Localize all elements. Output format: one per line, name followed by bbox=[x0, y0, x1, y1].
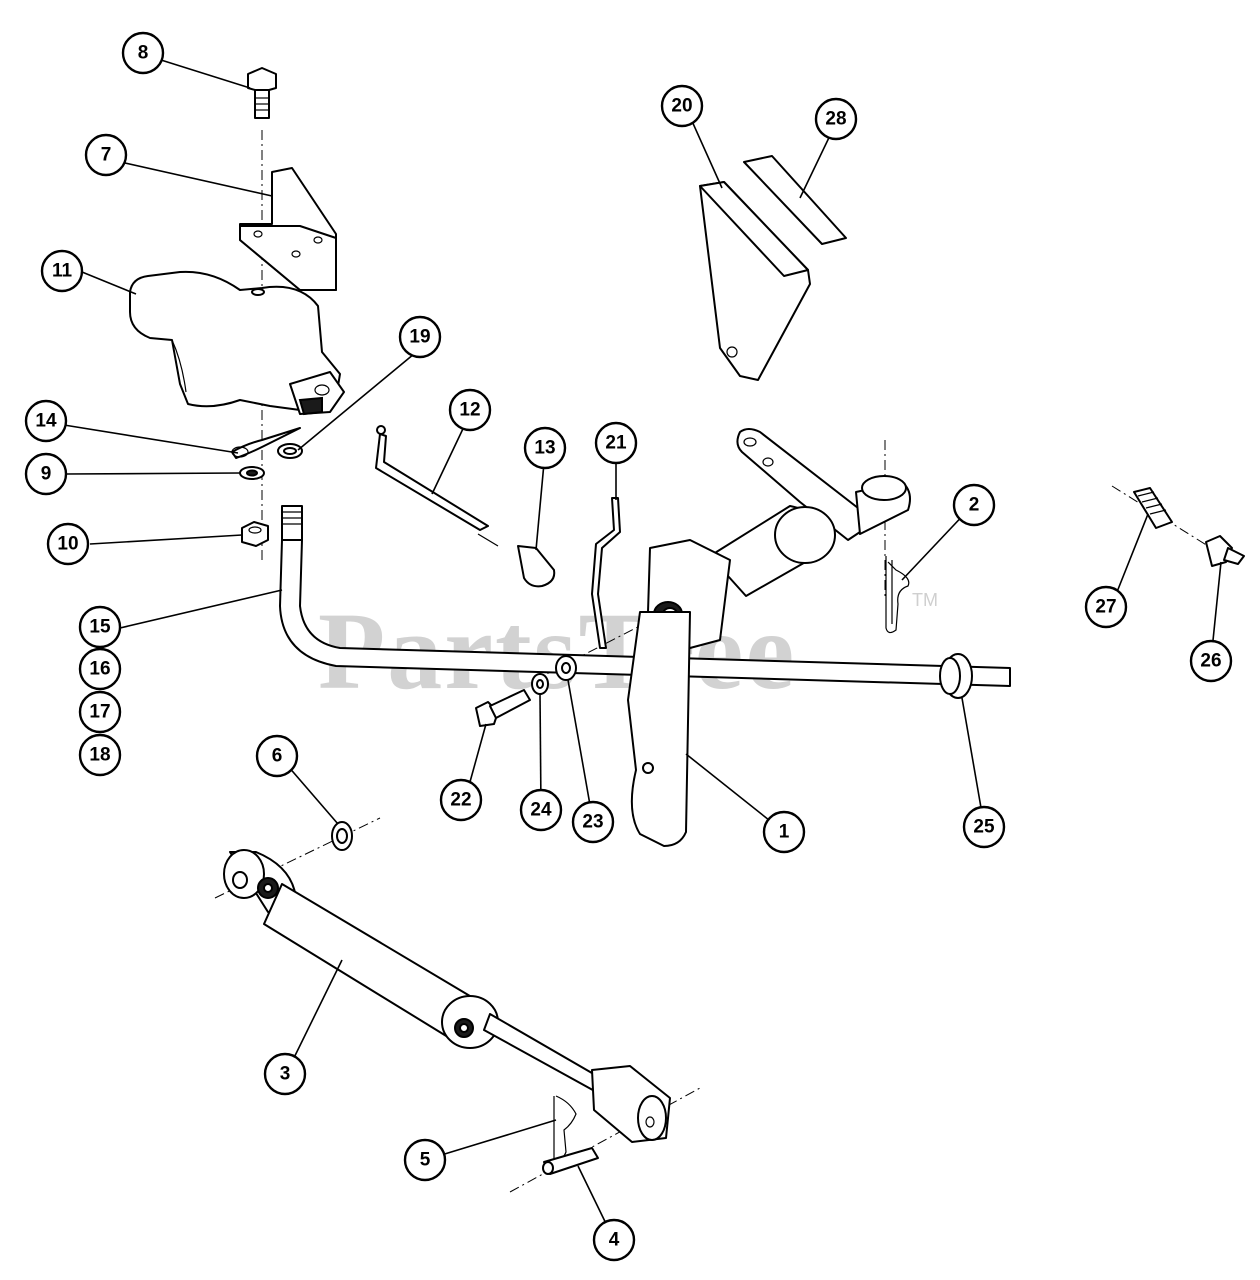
callout-9[interactable]: 9 bbox=[24, 452, 68, 496]
callout-19-label: 19 bbox=[409, 327, 430, 348]
grease-fitting-part bbox=[1205, 535, 1245, 567]
callout-5-label: 5 bbox=[420, 1150, 431, 1171]
callout-23[interactable]: 23 bbox=[571, 800, 615, 844]
callout-8-label: 8 bbox=[138, 43, 149, 64]
callout-28[interactable]: 28 bbox=[814, 97, 858, 141]
clevis-pin-part bbox=[542, 1147, 599, 1175]
callout-20-label: 20 bbox=[671, 96, 692, 117]
callout-1-label: 1 bbox=[779, 822, 790, 843]
callout-24-label: 24 bbox=[530, 800, 552, 821]
pivot-lever-part bbox=[627, 428, 911, 847]
callout-26-label: 26 bbox=[1200, 651, 1221, 672]
callout-21-label: 21 bbox=[605, 433, 627, 454]
valve-housing-part bbox=[129, 270, 345, 416]
callout-3-label: 3 bbox=[280, 1064, 291, 1085]
callout-12[interactable]: 12 bbox=[448, 388, 492, 432]
callout-11-label: 11 bbox=[52, 261, 73, 282]
callout-16[interactable]: 16 bbox=[78, 647, 122, 691]
callout-12-label: 12 bbox=[459, 400, 480, 421]
callout-13[interactable]: 13 bbox=[523, 426, 567, 470]
hairpin-clip-lower-part bbox=[553, 1095, 577, 1161]
callout-6-label: 6 bbox=[272, 746, 283, 767]
seat-bracket-part bbox=[699, 155, 847, 381]
callout-9-label: 9 bbox=[41, 464, 52, 485]
callout-10-label: 10 bbox=[57, 534, 78, 555]
threaded-stud-part bbox=[1133, 487, 1173, 529]
callout-8[interactable]: 8 bbox=[121, 31, 165, 75]
watermark-trademark: TM bbox=[912, 590, 938, 610]
callout-25-label: 25 bbox=[973, 817, 995, 838]
callout-14-label: 14 bbox=[35, 411, 57, 432]
callout-27-label: 27 bbox=[1095, 597, 1116, 618]
callout-18[interactable]: 18 bbox=[78, 733, 122, 777]
link-rod-part bbox=[591, 497, 621, 649]
callout-24[interactable]: 24 bbox=[519, 788, 563, 832]
callout-23-label: 23 bbox=[582, 812, 603, 833]
callout-26[interactable]: 26 bbox=[1189, 639, 1233, 683]
flat-washer-part bbox=[555, 655, 577, 681]
callout-17-label: 17 bbox=[89, 702, 110, 723]
callout-18-label: 18 bbox=[89, 745, 110, 766]
callout-14[interactable]: 14 bbox=[24, 399, 68, 443]
callout-13-label: 13 bbox=[534, 438, 555, 459]
mounting-bracket-part bbox=[239, 167, 337, 291]
hairpin-clip-part bbox=[885, 556, 910, 634]
callout-5[interactable]: 5 bbox=[403, 1138, 447, 1182]
callout-22-label: 22 bbox=[450, 790, 471, 811]
callout-22[interactable]: 22 bbox=[439, 778, 483, 822]
hex-nut-part bbox=[241, 521, 269, 547]
callout-11[interactable]: 11 bbox=[40, 249, 84, 293]
callout-6[interactable]: 6 bbox=[255, 734, 299, 778]
callout-3[interactable]: 3 bbox=[263, 1052, 307, 1096]
callout-10[interactable]: 10 bbox=[46, 522, 90, 566]
callout-19[interactable]: 19 bbox=[398, 315, 442, 359]
callout-15-label: 15 bbox=[89, 617, 111, 638]
grommet-part bbox=[939, 653, 973, 699]
callout-7-label: 7 bbox=[101, 145, 112, 166]
lock-washer-small-part bbox=[531, 673, 549, 695]
washer-part bbox=[331, 821, 353, 851]
callout-1[interactable]: 1 bbox=[762, 810, 806, 854]
callout-16-label: 16 bbox=[89, 659, 110, 680]
callout-17[interactable]: 17 bbox=[78, 690, 122, 734]
callout-28-label: 28 bbox=[825, 109, 846, 130]
callout-25[interactable]: 25 bbox=[962, 805, 1006, 849]
o-ring-part bbox=[277, 443, 303, 459]
callout-27[interactable]: 27 bbox=[1084, 585, 1128, 629]
lock-washer-part bbox=[239, 466, 265, 480]
hydraulic-cylinder-part bbox=[223, 849, 671, 1143]
callout-2-label: 2 bbox=[969, 495, 980, 516]
callout-20[interactable]: 20 bbox=[660, 84, 704, 128]
callout-2[interactable]: 2 bbox=[952, 483, 996, 527]
callout-7[interactable]: 7 bbox=[84, 133, 128, 177]
callout-21[interactable]: 21 bbox=[594, 421, 638, 465]
control-knob-part bbox=[517, 545, 556, 588]
callout-4[interactable]: 4 bbox=[592, 1218, 636, 1262]
callout-15[interactable]: 15 bbox=[78, 605, 122, 649]
hydraulic-line-part bbox=[279, 505, 1011, 687]
callout-4-label: 4 bbox=[609, 1230, 620, 1251]
centerline-fitting bbox=[1111, 485, 1209, 547]
control-rod-part bbox=[375, 425, 499, 547]
hex-bolt-part bbox=[247, 67, 277, 119]
bolt-part bbox=[475, 689, 531, 727]
